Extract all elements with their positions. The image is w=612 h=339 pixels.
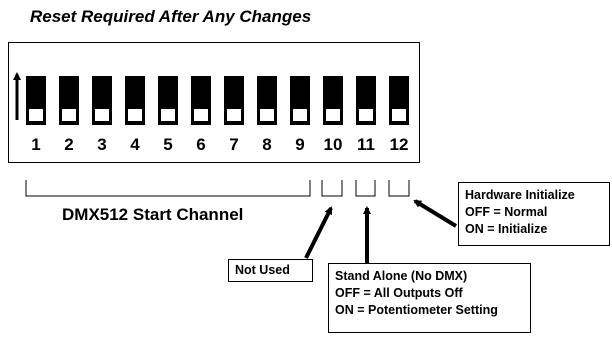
dip-switch-5 xyxy=(158,76,178,125)
dip-switch-10 xyxy=(323,76,343,125)
switch-knob xyxy=(359,109,373,121)
switch-number-11: 11 xyxy=(357,135,375,154)
dip-switch-2 xyxy=(59,76,79,125)
dip-switch-11 xyxy=(356,76,376,125)
dip-switch-8 xyxy=(257,76,277,125)
switch-number-3: 3 xyxy=(97,135,107,154)
diagram-title: Reset Required After Any Changes xyxy=(30,7,312,26)
dip-switch-6 xyxy=(191,76,211,125)
switch-knob xyxy=(29,109,43,121)
arrow-hardware-init xyxy=(413,199,458,228)
switch-number-2: 2 xyxy=(64,135,74,154)
not-used-label: Not Used xyxy=(235,263,290,277)
dip-switch-housing: 1 2 3 4 5 6 7 8 9 10 11 12 xyxy=(8,42,420,163)
switch-knob xyxy=(260,109,274,121)
stand-alone-box: Stand Alone (No DMX) OFF = All Outputs O… xyxy=(328,263,531,333)
switch-number-5: 5 xyxy=(163,135,173,154)
switch-knob xyxy=(293,109,307,121)
switch-knob xyxy=(128,109,142,121)
bracket-switch-12 xyxy=(388,180,410,197)
dip-switch-9 xyxy=(290,76,310,125)
start-channel-bracket xyxy=(25,180,311,197)
hardware-init-off: OFF = Normal xyxy=(465,205,548,219)
dip-switch-4 xyxy=(125,76,145,125)
bracket-switch-11 xyxy=(355,180,376,197)
hardware-init-on: ON = Initialize xyxy=(465,222,548,236)
switch-knob xyxy=(392,109,406,121)
stand-alone-heading: Stand Alone (No DMX) xyxy=(335,269,468,283)
bracket-switch-10 xyxy=(321,180,343,197)
stand-alone-off: OFF = All Outputs Off xyxy=(335,286,463,300)
hardware-init-heading: Hardware Initialize xyxy=(465,188,575,202)
dip-switch-3 xyxy=(92,76,112,125)
switch-number-4: 4 xyxy=(130,135,140,154)
switch-number-10: 10 xyxy=(323,135,343,154)
switch-knob xyxy=(326,109,340,121)
switch-knob xyxy=(95,109,109,121)
arrow-not-used xyxy=(304,206,333,259)
switch-knob xyxy=(227,109,241,121)
switch-number-9: 9 xyxy=(295,135,305,154)
switch-number-12: 12 xyxy=(389,135,409,154)
switch-number-1: 1 xyxy=(31,135,41,154)
switch-knob xyxy=(161,109,175,121)
hardware-init-box: Hardware Initialize OFF = Normal ON = In… xyxy=(458,182,610,246)
dip-switch-12 xyxy=(389,76,409,125)
switch-knob xyxy=(194,109,208,121)
switch-knob xyxy=(62,109,76,121)
dip-switch-1 xyxy=(26,76,46,125)
switch-number-8: 8 xyxy=(262,135,272,154)
dip-switch-7 xyxy=(224,76,244,125)
switch-number-6: 6 xyxy=(196,135,206,154)
not-used-box: Not Used xyxy=(228,259,313,282)
stand-alone-on: ON = Potentiometer Setting xyxy=(335,303,498,317)
start-channel-label: DMX512 Start Channel xyxy=(62,205,244,224)
switch-number-7: 7 xyxy=(229,135,239,154)
